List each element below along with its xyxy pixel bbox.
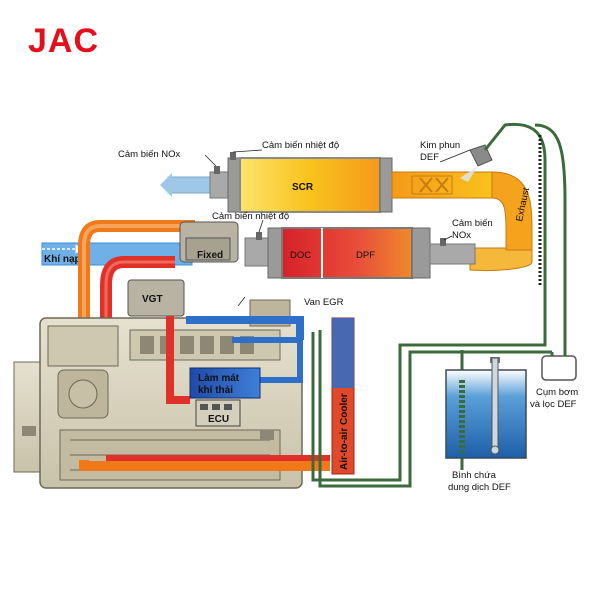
egr-cooler-label-1: Làm mát <box>198 373 240 384</box>
intake-label: Khí nạp <box>44 254 81 265</box>
doc-label: DOC <box>290 250 311 261</box>
nox-sensor-left-label: Cảm biến NOx <box>118 149 181 160</box>
def-tank: Bình chứa dung dịch DEF <box>445 357 527 493</box>
exhaust-manifold-loop <box>100 256 175 458</box>
jac-logo: JAC <box>28 22 99 60</box>
charge-air-loop <box>78 220 195 460</box>
sensors <box>214 152 446 246</box>
pump-label-1: Cụm bơm <box>536 387 578 398</box>
air-cooler-label: Air-to-air Cooler <box>339 393 350 470</box>
vgt-label: VGT <box>142 294 163 305</box>
pump-label-2: và lọc DEF <box>530 399 577 410</box>
egr-valve-label: Van EGR <box>304 297 344 308</box>
tailpipe-outlet <box>160 173 219 197</box>
label-leaders <box>204 149 471 307</box>
temp-sensor-mid-label: Cảm biến nhiệt độ <box>212 211 289 222</box>
scr-catalyst: SCR <box>209 157 393 213</box>
temp-sensor-top-label: Cảm biến nhiệt độ <box>262 140 339 151</box>
egr-cooler: Làm mát khí thải <box>189 367 261 399</box>
nox-sensor-right-label-2: NOx <box>452 230 471 241</box>
scr-label: SCR <box>292 182 314 193</box>
nox-sensor-right-label-1: Cảm biến <box>452 218 493 229</box>
dpf-label: DPF <box>356 250 375 261</box>
air-to-air-cooler: Air-to-air Cooler <box>331 317 355 475</box>
fixed-label: Fixed <box>197 250 223 261</box>
exhaust-pipe-upper: Exhaust <box>391 171 533 271</box>
bottom-runs <box>79 455 330 471</box>
doc-dpf-canister: DOC DPF <box>244 227 476 279</box>
tank-label-2: dung dịch DEF <box>448 482 511 493</box>
def-injector-label-1: Kim phun <box>420 140 460 151</box>
egr-cooler-label-2: khí thải <box>198 385 233 396</box>
ecu-label: ECU <box>208 414 229 425</box>
turbocharger: Fixed VGT <box>127 221 239 317</box>
tank-label-1: Bình chứa <box>452 470 497 481</box>
ecu: ECU <box>195 399 241 427</box>
egr-line <box>166 316 190 404</box>
def-injector-label-2: DEF <box>420 152 439 163</box>
